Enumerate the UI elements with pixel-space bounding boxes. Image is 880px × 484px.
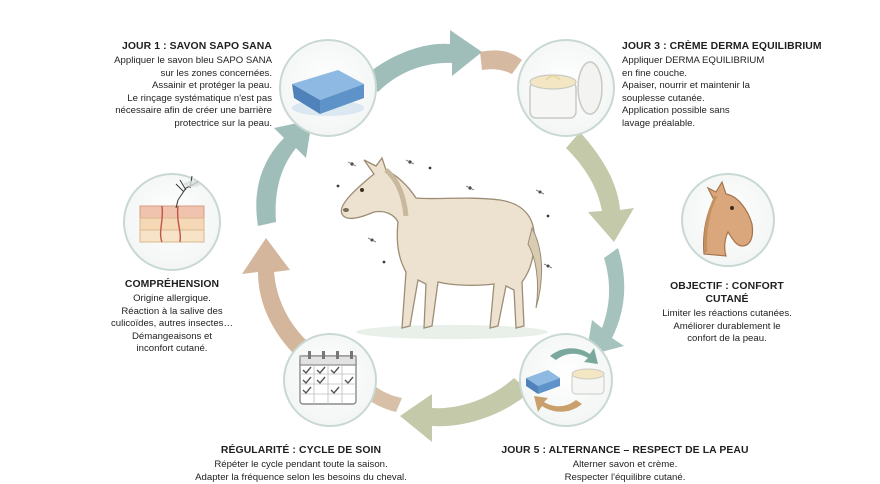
- cream-jar-icon: [517, 39, 615, 137]
- step-objectif: OBJECTIF : CONFORT CUTANÉ Limiter les ré…: [644, 280, 810, 346]
- step-objectif-line: confort de la peau.: [687, 333, 767, 345]
- step-regularite: RÉGULARITÉ : CYCLE DE SOIN Répéter le cy…: [176, 444, 426, 484]
- step-jour-3-line: Apaiser, nourrir et maintenir la: [622, 80, 750, 92]
- cycle-arrow-top: [362, 30, 482, 92]
- step-jour-5: JOUR 5 : ALTERNANCE – RESPECT DE LA PEAU…: [500, 444, 750, 484]
- step-objectif-line: Améliorer durablement le: [673, 320, 781, 332]
- soap-cream-cycle-icon: [519, 333, 613, 427]
- step-jour-1-line: protectrice sur la peau.: [174, 117, 272, 129]
- cycle-arrow-right-upper: [566, 132, 634, 242]
- step-jour-3-line: lavage préalable.: [622, 117, 696, 129]
- cycle-arrow-right-lower: [586, 248, 625, 356]
- blue-soap-icon: [279, 39, 377, 137]
- step-comprehension-line: Réaction à la salive des: [121, 305, 223, 317]
- cycle-arrow-left-lower: [242, 238, 306, 352]
- step-comprehension-title: COMPRÉHENSION: [124, 279, 220, 290]
- step-comprehension-line: inconfort cutané.: [136, 343, 208, 355]
- step-jour-5-title: JOUR 5 : ALTERNANCE – RESPECT DE LA PEAU: [501, 445, 749, 456]
- step-jour-5-line: Respecter l'équilibre cutané.: [564, 471, 686, 483]
- horse-illustration: [336, 156, 553, 339]
- step-comprehension-line: Démangeaisons et: [132, 330, 212, 342]
- step-jour-1-line: sur les zones concernées.: [160, 67, 272, 79]
- step-jour-1: JOUR 1 : SAVON SAPO SANA Appliquer le sa…: [96, 40, 272, 131]
- step-objectif-line: Limiter les réactions cutanées.: [662, 308, 792, 319]
- step-jour-3-line: souplesse cutanée.: [622, 92, 705, 104]
- cycle-arrow-top-right: [480, 50, 522, 74]
- cycle-arrow-left-upper: [256, 120, 312, 226]
- step-comprehension-line: culicoïdes, autres insectes…: [110, 318, 234, 330]
- step-jour-3-line: Application possible sans: [622, 105, 730, 117]
- step-objectif-title: OBJECTIF : CONFORT: [670, 281, 784, 292]
- step-jour-5-line: Alterner savon et crème.: [572, 459, 678, 470]
- step-jour-3: JOUR 3 : CRÈME DERMA EQUILIBRIUM Appliqu…: [622, 40, 822, 131]
- step-comprehension: COMPRÉHENSION Origine allergique. Réacti…: [102, 278, 242, 356]
- step-regularite-title: RÉGULARITÉ : CYCLE DE SOIN: [220, 445, 382, 456]
- step-jour-1-line: Le rinçage systématique n'est pas: [127, 92, 272, 104]
- horse-head-icon: [681, 173, 775, 267]
- skin-mosquito-icon: [123, 173, 221, 271]
- step-jour-3-title: JOUR 3 : CRÈME DERMA EQUILIBRIUM: [622, 41, 822, 52]
- step-jour-3-line: Appliquer DERMA EQUILIBRIUM: [622, 55, 765, 66]
- step-jour-1-line: nécessaire afin de créer une barrière: [115, 105, 272, 117]
- step-objectif-title: CUTANÉ: [705, 294, 749, 305]
- step-comprehension-line: Origine allergique.: [133, 293, 211, 304]
- cycle-arrow-bottom: [400, 378, 530, 442]
- step-jour-3-line: en fine couche.: [622, 67, 688, 79]
- step-regularite-line: Répéter le cycle pendant toute la saison…: [214, 459, 388, 470]
- step-jour-1-title: JOUR 1 : SAVON SAPO SANA: [121, 41, 272, 52]
- step-jour-1-line: Assainir et protéger la peau.: [152, 80, 272, 92]
- calendar-icon: [283, 333, 377, 427]
- step-jour-1-line: Appliquer le savon bleu SAPO SANA: [114, 55, 272, 66]
- step-regularite-line: Adapter la fréquence selon les besoins d…: [195, 471, 407, 483]
